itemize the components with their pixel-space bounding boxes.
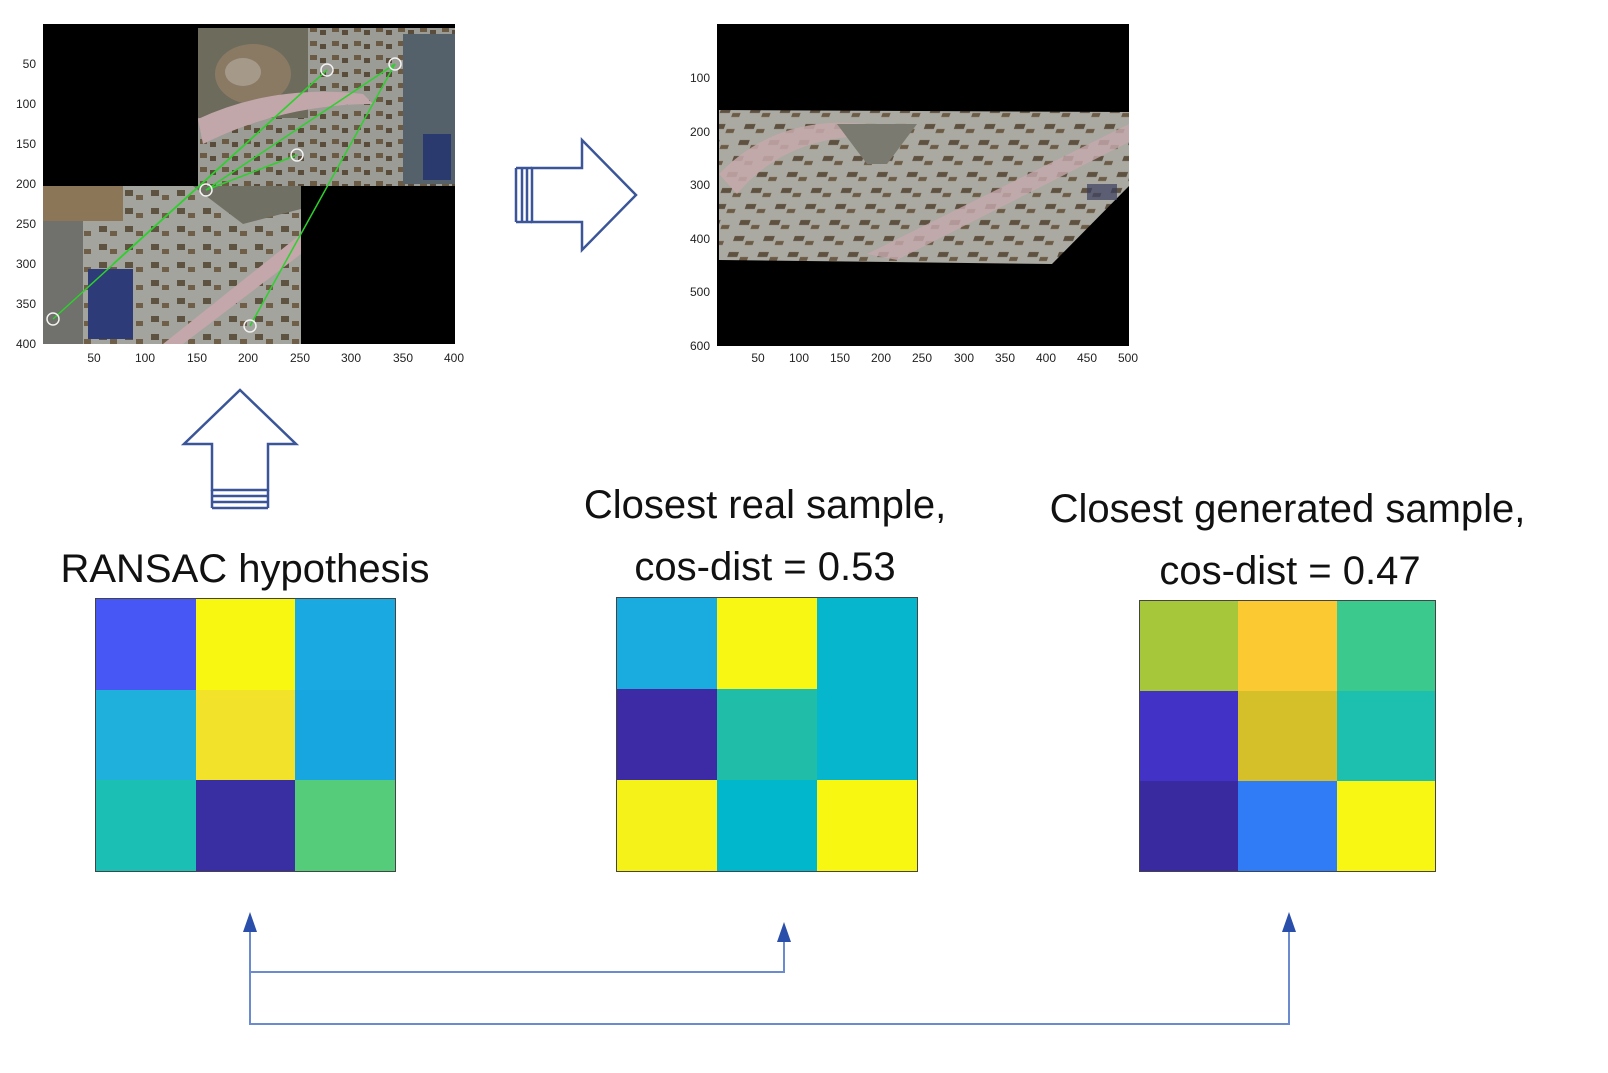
heatmap-cell [817,780,917,871]
x-tick: 150 [829,351,851,365]
y-tick: 400 [15,337,36,351]
heatmap-cell [1336,601,1435,691]
heatmap-cell [617,598,717,689]
heatmap-cell [717,598,817,689]
generated-sample-heatmap [1139,600,1436,872]
y-tick: 400 [689,232,710,246]
x-tick: 300 [953,351,975,365]
x-tick: 200 [237,351,259,365]
heatmap-cell [817,598,917,689]
aerial-tile-bottom [43,186,301,344]
warped-aerial-image [719,110,1129,264]
heatmap-cell [96,780,196,871]
x-tick: 350 [392,351,414,365]
heatmap-cell [1140,601,1239,691]
arrowhead-real-icon [777,922,791,942]
y-tick: 200 [689,125,710,139]
x-tick: 250 [289,351,311,365]
x-tick: 200 [870,351,892,365]
ransac-heatmap [95,598,396,872]
generated-caption-line1: Closest generated sample, [1049,487,1526,531]
heatmap-cell [96,599,196,690]
heatmap-cell [1238,691,1337,781]
heatmap-cell [1140,781,1239,871]
connector-arrowheads [243,912,1296,942]
heatmap-cell [1238,601,1337,691]
arrowhead-generated-icon [1282,912,1296,932]
x-tick: 50 [751,351,765,365]
feature-circles [46,57,402,333]
aerial-match-image [43,28,455,344]
y-tick: 100 [689,71,710,85]
heatmap-cell [1336,691,1435,781]
heatmap-cell [1238,781,1337,871]
warped-result-plot [717,24,1129,346]
x-tick: 400 [1035,351,1057,365]
real-sample-heatmap [616,597,918,872]
real-caption-line1: Closest real sample, [583,483,947,527]
y-tick: 150 [15,137,36,151]
heatmap-cell [717,780,817,871]
heatmap-cell [717,689,817,780]
heatmap-cell [1336,781,1435,871]
comparison-connectors [249,922,1290,1025]
y-tick: 200 [15,177,36,191]
heatmap-cell [295,689,395,781]
x-tick: 100 [788,351,810,365]
ransac-caption: RANSAC hypothesis [60,547,430,591]
y-tick: 50 [22,57,36,71]
x-tick: 50 [87,351,101,365]
x-tick: 450 [1076,351,1098,365]
feature-match-lines [52,63,396,327]
aerial-tile-top [198,28,455,186]
x-tick: 300 [340,351,362,365]
x-tick: 500 [1117,351,1139,365]
y-tick: 600 [689,339,710,353]
y-tick: 100 [15,97,36,111]
heatmap-cell [96,689,196,781]
arrowhead-ransac-icon [243,912,257,932]
y-tick: 500 [689,285,710,299]
up-arrow-icon [180,388,300,510]
heatmap-cell [195,780,296,871]
heatmap-cell [1140,691,1239,781]
heatmap-cell [617,780,717,871]
y-tick: 300 [15,257,36,271]
y-tick: 350 [15,297,36,311]
heatmap-cell [617,689,717,780]
heatmap-cell [817,689,917,780]
heatmap-cell [295,599,395,690]
real-caption-line2: cos-dist = 0.53 [634,545,896,589]
heatmap-cell [295,780,395,871]
heatmap-cell [195,599,296,690]
generated-caption-line2: cos-dist = 0.47 [1159,549,1421,593]
x-tick: 350 [994,351,1016,365]
x-tick: 100 [134,351,156,365]
x-tick: 400 [443,351,465,365]
stitched-match-plot [43,24,455,344]
x-tick: 150 [186,351,208,365]
y-tick: 250 [15,217,36,231]
right-arrow-icon [514,136,638,254]
y-tick: 300 [689,178,710,192]
heatmap-cell [195,689,296,781]
x-tick: 250 [911,351,933,365]
